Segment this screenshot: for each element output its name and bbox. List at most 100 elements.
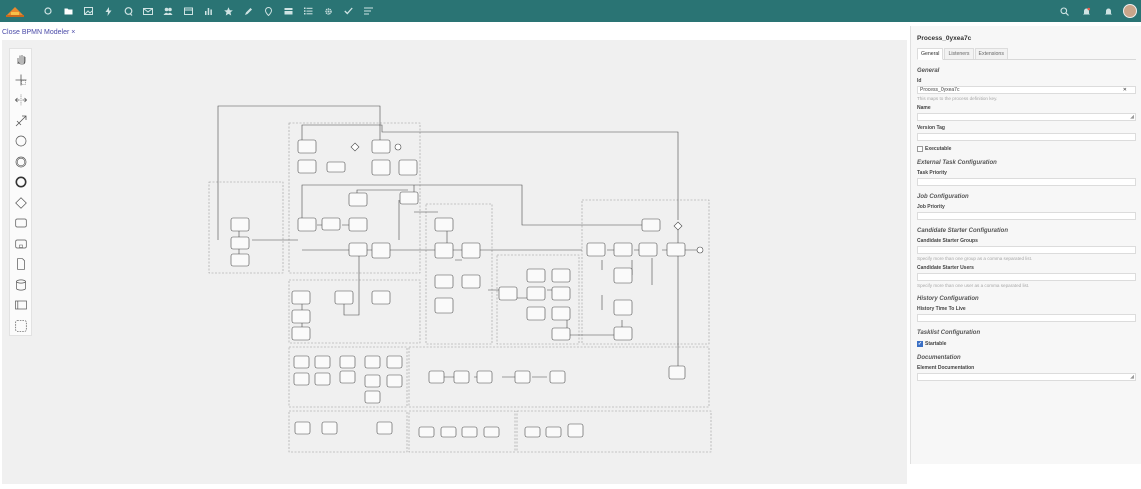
bpmn-task[interactable] bbox=[440, 426, 457, 438]
bpmn-task[interactable] bbox=[371, 290, 391, 305]
task-icon[interactable] bbox=[10, 213, 31, 234]
resize-handle-icon[interactable]: ◢ bbox=[1130, 374, 1134, 380]
bpmn-task[interactable] bbox=[371, 139, 391, 154]
bpmn-task[interactable] bbox=[386, 374, 403, 388]
group-icon[interactable] bbox=[10, 316, 31, 337]
lightning-icon[interactable] bbox=[98, 0, 118, 22]
list-icon[interactable] bbox=[298, 0, 318, 22]
bpmn-task[interactable] bbox=[230, 253, 250, 267]
bpmn-task[interactable] bbox=[297, 159, 317, 174]
bpmn-task[interactable] bbox=[613, 299, 633, 316]
hand-tool-icon[interactable] bbox=[10, 49, 31, 70]
bpmn-task[interactable] bbox=[666, 242, 686, 257]
bpmn-task[interactable] bbox=[376, 421, 393, 435]
circle-icon[interactable] bbox=[38, 0, 58, 22]
group-frame[interactable] bbox=[288, 346, 408, 408]
bpmn-diagram[interactable] bbox=[2, 40, 907, 484]
bpmn-task[interactable] bbox=[526, 286, 546, 301]
avatar[interactable] bbox=[1123, 4, 1137, 18]
start-event-icon[interactable] bbox=[10, 131, 31, 152]
startable-checkbox[interactable]: ✓ bbox=[917, 341, 923, 347]
data-store-icon[interactable] bbox=[10, 275, 31, 296]
bpmn-task[interactable] bbox=[371, 159, 391, 176]
bpmn-task[interactable] bbox=[613, 326, 633, 341]
bpmn-task[interactable] bbox=[364, 390, 381, 404]
bpmn-task[interactable] bbox=[339, 370, 356, 384]
bpmn-task[interactable] bbox=[371, 242, 391, 259]
bpmn-task[interactable] bbox=[453, 370, 470, 384]
candidate-groups-input[interactable] bbox=[917, 246, 1136, 254]
task-priority-input[interactable] bbox=[917, 178, 1136, 186]
notification-icon[interactable] bbox=[1097, 0, 1119, 22]
space-tool-icon[interactable] bbox=[10, 90, 31, 111]
bpmn-task[interactable] bbox=[428, 370, 445, 384]
bpmn-task[interactable] bbox=[297, 139, 317, 154]
bpmn-task[interactable] bbox=[524, 426, 541, 438]
bpmn-task[interactable] bbox=[514, 370, 531, 384]
bpmn-task[interactable] bbox=[526, 268, 546, 283]
bpmn-task[interactable] bbox=[326, 161, 346, 173]
resize-handle-icon[interactable]: ◢ bbox=[1130, 114, 1134, 120]
bpmn-task[interactable] bbox=[434, 242, 454, 259]
group-frame[interactable] bbox=[288, 122, 421, 274]
candidate-users-input[interactable] bbox=[917, 273, 1136, 281]
bpmn-task[interactable] bbox=[386, 355, 403, 369]
star-icon[interactable] bbox=[218, 0, 238, 22]
bpmn-task[interactable] bbox=[230, 217, 250, 232]
lasso-tool-icon[interactable] bbox=[10, 70, 31, 91]
clear-id-icon[interactable]: ✕ bbox=[1122, 87, 1127, 93]
bpmn-task[interactable] bbox=[230, 236, 250, 250]
tab-general[interactable]: General bbox=[917, 48, 944, 60]
bpmn-task[interactable] bbox=[314, 355, 331, 369]
bpmn-task[interactable] bbox=[364, 355, 381, 369]
bpmn-gateway[interactable] bbox=[673, 221, 683, 231]
bpmn-task[interactable] bbox=[641, 218, 661, 232]
bpmn-task[interactable] bbox=[498, 286, 518, 301]
id-input[interactable]: Process_0yxea7c ✕ bbox=[917, 86, 1136, 94]
bpmn-task[interactable] bbox=[291, 309, 311, 324]
bpmn-task[interactable] bbox=[668, 365, 686, 380]
chart-icon[interactable] bbox=[198, 0, 218, 22]
group-frame[interactable] bbox=[288, 410, 408, 453]
group-frame[interactable] bbox=[208, 181, 284, 274]
bpmn-task[interactable] bbox=[348, 242, 368, 257]
tab-extensions[interactable]: Extensions bbox=[974, 48, 1008, 59]
folder-icon[interactable] bbox=[58, 0, 78, 22]
bpmn-task[interactable] bbox=[586, 242, 606, 257]
group-frame[interactable] bbox=[425, 203, 493, 345]
executable-checkbox[interactable] bbox=[917, 146, 923, 152]
bpmn-task[interactable] bbox=[297, 217, 317, 232]
bpmn-task[interactable] bbox=[567, 423, 584, 438]
bpmn-task[interactable] bbox=[294, 421, 311, 435]
bpmn-task[interactable] bbox=[321, 421, 338, 435]
intermediate-event-icon[interactable] bbox=[10, 152, 31, 173]
data-object-icon[interactable] bbox=[10, 254, 31, 275]
bpmn-task[interactable] bbox=[364, 374, 381, 388]
group-frame[interactable] bbox=[516, 410, 712, 453]
bpmn-task[interactable] bbox=[434, 274, 454, 289]
people-icon[interactable] bbox=[158, 0, 178, 22]
startable-row[interactable]: ✓ Startable bbox=[917, 341, 1136, 347]
group-frame[interactable] bbox=[408, 410, 516, 453]
close-bpmn-modeler-link[interactable]: Close BPMN Modeler × bbox=[2, 29, 76, 36]
bpmn-task[interactable] bbox=[551, 306, 571, 321]
global-connect-tool-icon[interactable] bbox=[10, 111, 31, 132]
bpmn-task[interactable] bbox=[551, 268, 571, 283]
bpmn-task[interactable] bbox=[551, 286, 571, 301]
bpmn-task[interactable] bbox=[545, 426, 562, 438]
bpmn-task[interactable] bbox=[461, 426, 478, 438]
bpmn-task[interactable] bbox=[549, 370, 566, 384]
group-frame[interactable] bbox=[581, 199, 710, 345]
subprocess-icon[interactable] bbox=[10, 234, 31, 255]
search-icon[interactable] bbox=[1053, 0, 1075, 22]
bpmn-end-event[interactable] bbox=[394, 143, 402, 151]
bpmn-task[interactable] bbox=[418, 426, 435, 438]
image-icon[interactable] bbox=[78, 0, 98, 22]
stack-icon[interactable] bbox=[278, 0, 298, 22]
end-event-icon[interactable] bbox=[10, 172, 31, 193]
bpmn-task[interactable] bbox=[526, 306, 546, 321]
mail-icon[interactable] bbox=[138, 0, 158, 22]
job-priority-input[interactable] bbox=[917, 212, 1136, 220]
version-tag-input[interactable] bbox=[917, 133, 1136, 141]
check-icon[interactable] bbox=[338, 0, 358, 22]
